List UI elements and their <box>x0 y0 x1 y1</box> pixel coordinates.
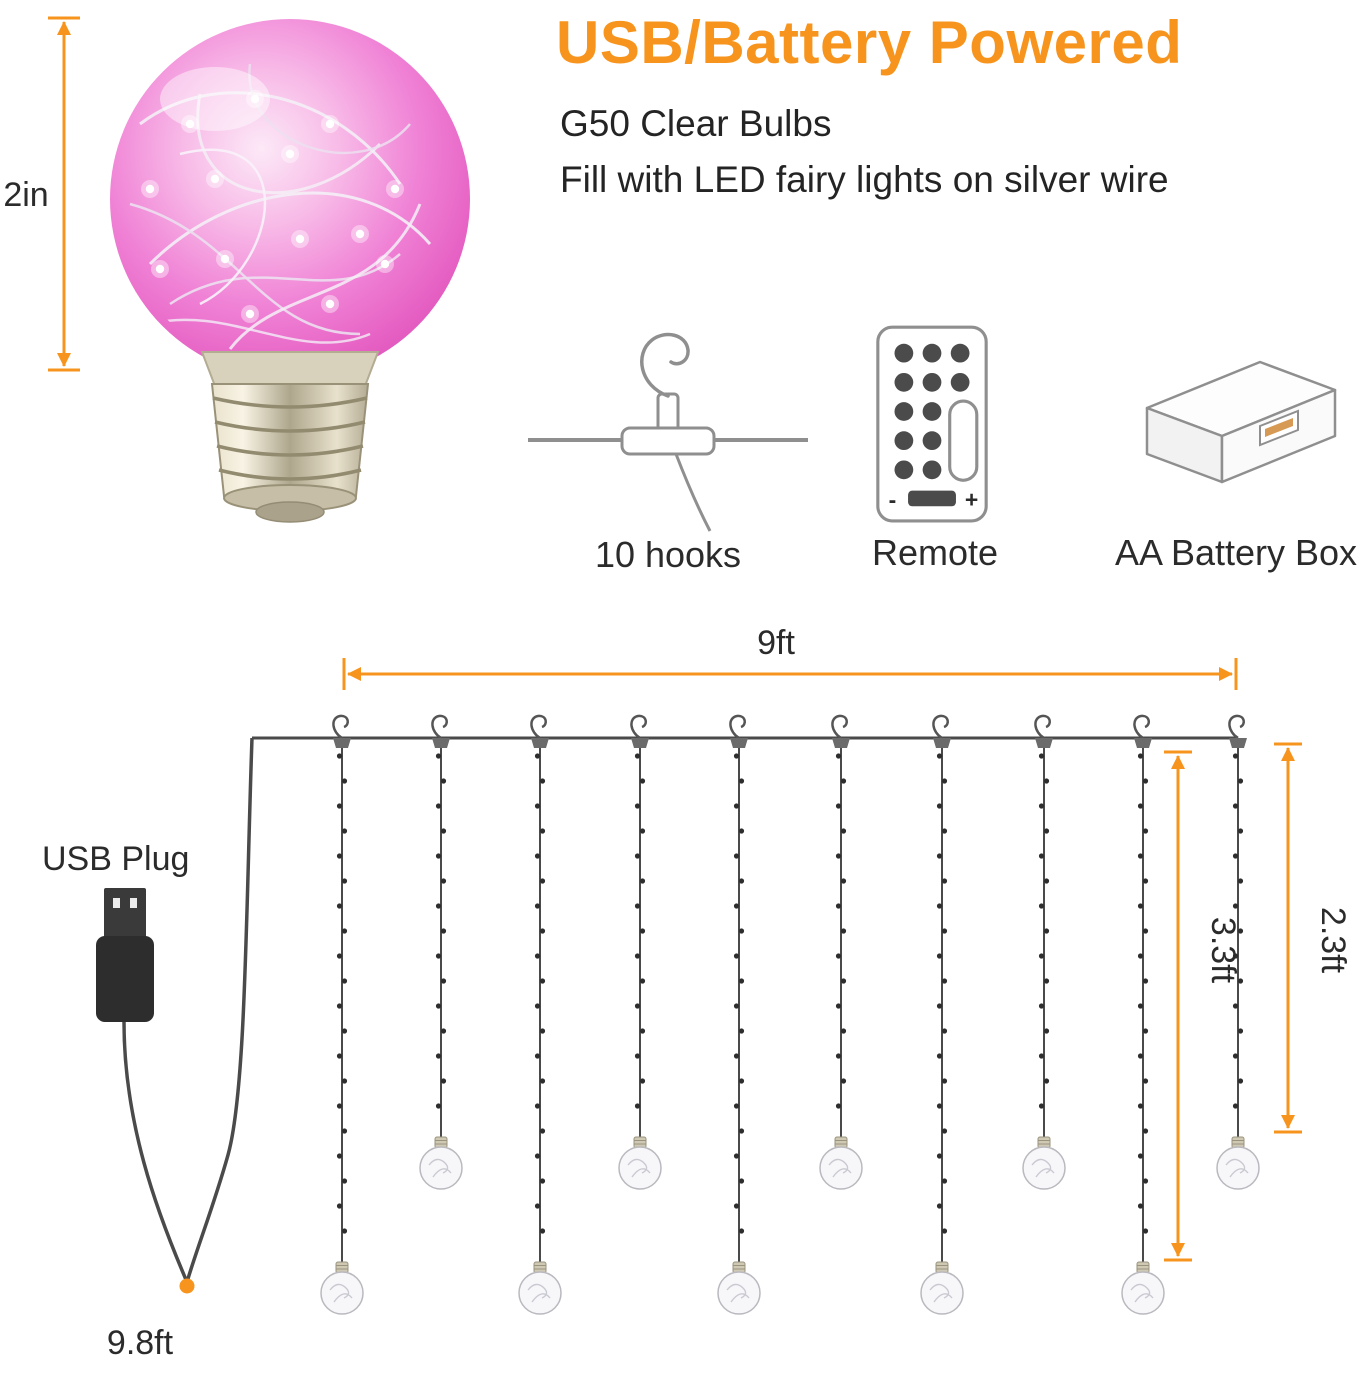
lead-cord <box>185 737 254 1283</box>
remote-buttons <box>894 343 970 480</box>
bulb-height-label: 2in <box>3 176 48 214</box>
light-string <box>1022 714 1066 1190</box>
long-drop-arrow: 3.3ft <box>1164 750 1242 1262</box>
remote-illustration: - + <box>876 325 988 523</box>
remote-slider <box>948 399 979 482</box>
subtitle-line2: Fill with LED fairy lights on silver wir… <box>560 159 1169 200</box>
page-title: USB/Battery Powered <box>556 9 1183 76</box>
mini-bulb-icon <box>419 1136 463 1190</box>
curtain-diagram: 9ft USB Plug 9.8ft 3.3ft <box>42 624 1352 1362</box>
lead-length-label: 9.8ft <box>107 1324 174 1362</box>
glass-highlight <box>160 67 270 131</box>
width-label: 9ft <box>757 624 795 662</box>
hook-icon <box>931 714 953 750</box>
light-string <box>419 714 463 1190</box>
remote-plus: + <box>965 486 978 512</box>
cord-junction-dot <box>179 1278 195 1294</box>
mini-bulb-icon <box>1121 1261 1165 1315</box>
hook-icon <box>1227 714 1249 750</box>
mini-bulb-icon <box>717 1261 761 1315</box>
short-drop-arrow: 2.3ft <box>1274 742 1352 1134</box>
hook-icon <box>640 332 690 398</box>
light-string <box>1121 714 1165 1315</box>
mini-bulb-icon <box>1216 1136 1260 1190</box>
hook-icon <box>629 714 651 750</box>
battery-box-label: AA Battery Box <box>1114 532 1358 573</box>
light-string <box>320 714 364 1315</box>
pink-bulb <box>110 19 470 523</box>
bulb-figure: 2in <box>3 16 470 523</box>
hooks-label: 10 hooks <box>594 534 742 575</box>
mini-bulb-icon <box>320 1261 364 1315</box>
long-drop-label: 3.3ft <box>1204 917 1242 984</box>
light-string <box>819 714 863 1190</box>
hook-illustration <box>528 332 808 532</box>
light-strings <box>320 714 1260 1315</box>
subtitle-line1: G50 Clear Bulbs <box>560 103 832 144</box>
battery-box-illustration <box>1145 360 1337 484</box>
hook-icon <box>1033 714 1055 750</box>
hook-icon <box>728 714 750 750</box>
hook-icon <box>430 714 452 750</box>
mini-bulb-icon <box>819 1136 863 1190</box>
mini-bulb-icon <box>518 1261 562 1315</box>
hook-icon <box>830 714 852 750</box>
bulb-glass <box>110 19 470 379</box>
hook-icon <box>529 714 551 750</box>
width-arrow: 9ft <box>342 624 1238 690</box>
hook-icon <box>1132 714 1154 750</box>
mini-bulb-icon <box>618 1136 662 1190</box>
light-string <box>618 714 662 1190</box>
remote-label: Remote <box>871 532 999 573</box>
light-string <box>717 714 761 1315</box>
lead-cord-2 <box>122 1021 189 1283</box>
usb-plug-label: USB Plug <box>42 840 189 878</box>
short-drop-label: 2.3ft <box>1314 907 1352 974</box>
fairy-wire-strands <box>129 63 432 350</box>
light-string <box>1216 714 1260 1190</box>
usb-plug-icon <box>96 888 154 1022</box>
fairy-led-dots <box>141 90 404 323</box>
light-string <box>518 714 562 1315</box>
light-string <box>920 714 964 1315</box>
mini-bulb-icon <box>920 1261 964 1315</box>
mini-bulb-icon <box>1022 1136 1066 1190</box>
hook-icon <box>331 714 353 750</box>
bulb-screw-base <box>200 351 380 523</box>
remote-minus: - <box>889 486 897 512</box>
bulb-height-arrow: 2in <box>3 16 80 372</box>
